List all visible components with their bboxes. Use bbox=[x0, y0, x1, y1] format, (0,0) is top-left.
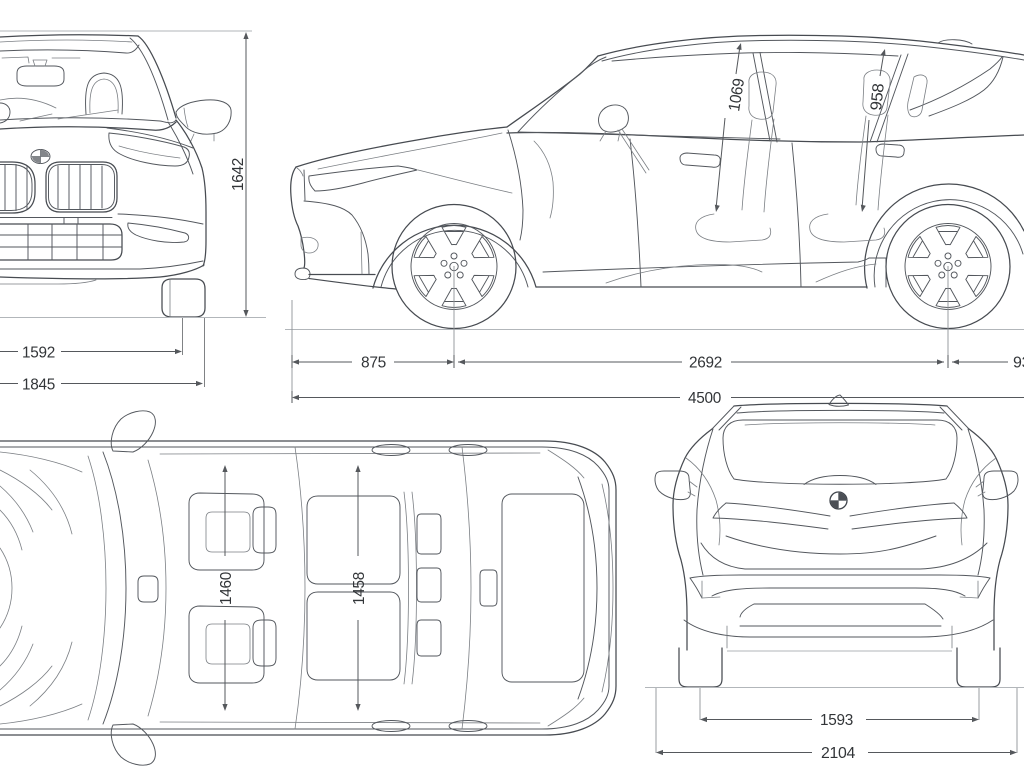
svg-text:933: 933 bbox=[1013, 355, 1024, 372]
svg-text:1069: 1069 bbox=[726, 77, 748, 113]
svg-text:1592: 1592 bbox=[22, 345, 55, 362]
svg-text:875: 875 bbox=[361, 355, 386, 372]
svg-text:1642: 1642 bbox=[230, 158, 247, 191]
svg-text:1460: 1460 bbox=[218, 572, 235, 605]
svg-text:958: 958 bbox=[868, 82, 888, 111]
svg-text:2692: 2692 bbox=[689, 355, 722, 372]
svg-text:1845: 1845 bbox=[22, 377, 55, 394]
svg-text:1458: 1458 bbox=[351, 572, 368, 605]
svg-text:2104: 2104 bbox=[821, 745, 855, 762]
svg-text:1593: 1593 bbox=[820, 712, 853, 729]
svg-text:4500: 4500 bbox=[688, 390, 721, 407]
